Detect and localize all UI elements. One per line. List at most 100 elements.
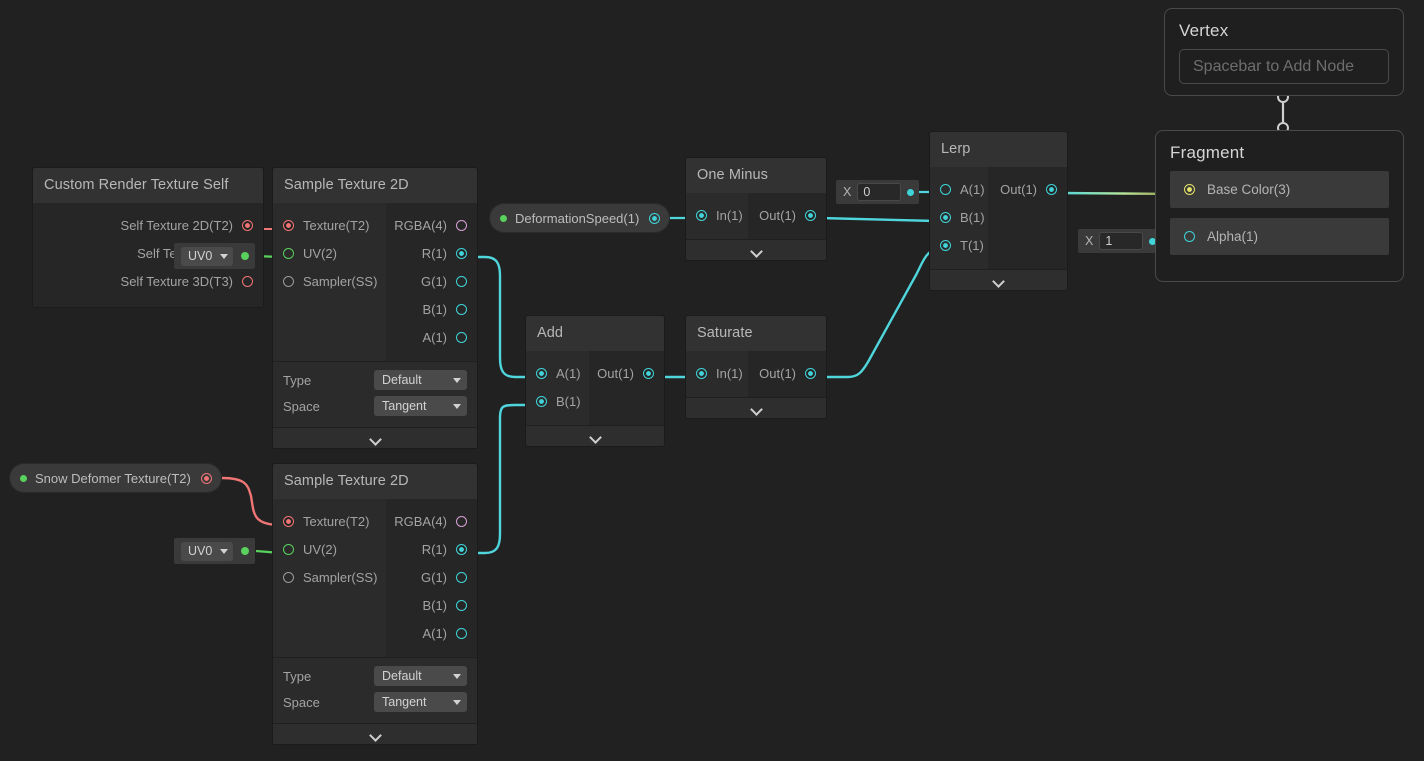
port-dot-icon[interactable] <box>456 275 467 287</box>
port-texture-in[interactable]: Texture(T2) <box>273 211 386 239</box>
alpha-value-widget[interactable]: X 1 <box>1078 229 1162 253</box>
vertex-add-node-hint[interactable]: Spacebar to Add Node <box>1179 49 1389 84</box>
port-dot-icon[interactable] <box>283 515 294 527</box>
type-dropdown[interactable]: Default <box>374 370 467 390</box>
node-sample-texture-2d-bottom[interactable]: Sample Texture 2D Texture(T2) UV(2) Samp… <box>273 464 477 744</box>
port-dot-icon[interactable] <box>456 627 467 639</box>
port-dot-icon[interactable] <box>456 247 467 259</box>
node-custom-render-texture-self[interactable]: Custom Render Texture Self Self Texture … <box>33 168 263 307</box>
type-dropdown[interactable]: Default <box>374 666 467 686</box>
setting-space[interactable]: Space Tangent <box>273 689 477 715</box>
port-dot-icon[interactable] <box>456 331 467 343</box>
port-rgba-out[interactable]: RGBA(4) <box>386 507 477 535</box>
port-self-texture-2d[interactable]: Self Texture 2D(T2) <box>33 211 263 239</box>
uv-dropdown[interactable]: UV0 <box>181 541 234 561</box>
port-dot-icon[interactable] <box>940 183 951 195</box>
port-dot-icon[interactable] <box>456 599 467 611</box>
port-dot-icon[interactable] <box>1184 184 1195 195</box>
node-collapse-toggle[interactable] <box>273 427 477 448</box>
node-saturate[interactable]: Saturate In(1) Out(1) <box>686 316 826 418</box>
port-in[interactable]: In(1) <box>686 359 748 387</box>
node-collapse-toggle[interactable] <box>686 239 826 260</box>
port-dot-icon[interactable] <box>643 367 654 379</box>
setting-type[interactable]: Type Default <box>273 367 477 393</box>
port-dot-icon[interactable] <box>805 209 816 221</box>
port-rgba-out[interactable]: RGBA(4) <box>386 211 477 239</box>
port-dot-icon[interactable] <box>456 571 467 583</box>
port-in[interactable]: In(1) <box>686 201 748 229</box>
property-output-dot-icon[interactable] <box>200 472 212 484</box>
uv-widget-top[interactable]: UV0 <box>174 243 256 269</box>
port-dot-icon[interactable] <box>696 209 707 221</box>
port-dot-icon[interactable] <box>805 367 816 379</box>
property-snow-deformer-texture[interactable]: Snow Defomer Texture(T2) <box>10 464 221 492</box>
node-sample-texture-2d-top[interactable]: Sample Texture 2D Texture(T2) UV(2) Samp… <box>273 168 477 448</box>
port-dot-icon[interactable] <box>456 219 467 231</box>
node-one-minus[interactable]: One Minus In(1) Out(1) <box>686 158 826 260</box>
port-out[interactable]: Out(1) <box>589 359 664 387</box>
port-dot-icon[interactable] <box>1184 231 1195 242</box>
port-dot-icon[interactable] <box>283 247 294 259</box>
port-dot-icon[interactable] <box>536 367 547 379</box>
uv-widget-bottom[interactable]: UV0 <box>174 538 256 564</box>
port-out[interactable]: Out(1) <box>988 175 1067 203</box>
port-b-in[interactable]: B(1) <box>930 203 988 231</box>
fragment-slot-alpha[interactable]: Alpha(1) <box>1170 218 1389 255</box>
lerp-a-value-widget[interactable]: X 0 <box>836 180 920 204</box>
setting-type[interactable]: Type Default <box>273 663 477 689</box>
node-collapse-toggle[interactable] <box>930 269 1067 290</box>
port-g-out[interactable]: G(1) <box>386 563 477 591</box>
node-lerp[interactable]: Lerp A(1) B(1) T(1) Out(1) <box>930 132 1067 290</box>
port-dot-icon[interactable] <box>1046 183 1057 195</box>
alpha-value-input[interactable]: 1 <box>1099 232 1144 250</box>
value-output-dot-icon[interactable] <box>1149 237 1157 245</box>
port-r-out[interactable]: R(1) <box>386 535 477 563</box>
port-uv-in[interactable]: UV(2) <box>273 535 386 563</box>
node-collapse-toggle[interactable] <box>686 397 826 418</box>
port-dot-icon[interactable] <box>456 515 467 527</box>
port-sampler-in[interactable]: Sampler(SS) <box>273 267 386 295</box>
master-node-fragment[interactable]: Fragment Base Color(3) Alpha(1) <box>1155 130 1404 282</box>
port-a-out[interactable]: A(1) <box>386 619 477 647</box>
port-dot-icon[interactable] <box>283 571 294 583</box>
property-deformation-speed[interactable]: DeformationSpeed(1) <box>490 204 670 232</box>
port-texture-in[interactable]: Texture(T2) <box>273 507 386 535</box>
uv-dropdown[interactable]: UV0 <box>181 246 234 266</box>
port-dot-icon[interactable] <box>283 219 294 231</box>
node-add[interactable]: Add A(1) B(1) Out(1) <box>526 316 664 446</box>
port-r-out[interactable]: R(1) <box>386 239 477 267</box>
port-out[interactable]: Out(1) <box>748 201 826 229</box>
property-output-dot-icon[interactable] <box>649 212 661 224</box>
space-dropdown[interactable]: Tangent <box>374 396 467 416</box>
setting-space[interactable]: Space Tangent <box>273 393 477 419</box>
port-t-in[interactable]: T(1) <box>930 231 988 259</box>
port-dot-icon[interactable] <box>283 543 294 555</box>
port-g-out[interactable]: G(1) <box>386 267 477 295</box>
port-dot-icon[interactable] <box>536 395 547 407</box>
master-node-vertex[interactable]: Vertex Spacebar to Add Node <box>1164 8 1404 96</box>
space-dropdown[interactable]: Tangent <box>374 692 467 712</box>
node-collapse-toggle[interactable] <box>526 425 664 446</box>
port-self-texture-3d[interactable]: Self Texture 3D(T3) <box>33 267 263 295</box>
fragment-slot-base-color[interactable]: Base Color(3) <box>1170 171 1389 208</box>
port-dot-icon[interactable] <box>940 239 951 251</box>
port-dot-icon[interactable] <box>283 275 294 287</box>
port-b-out[interactable]: B(1) <box>386 295 477 323</box>
uv-output-dot-icon[interactable] <box>241 252 250 260</box>
port-uv-in[interactable]: UV(2) <box>273 239 386 267</box>
uv-output-dot-icon[interactable] <box>241 547 250 555</box>
port-dot-icon[interactable] <box>242 275 253 287</box>
node-collapse-toggle[interactable] <box>273 723 477 744</box>
port-b-out[interactable]: B(1) <box>386 591 477 619</box>
port-sampler-in[interactable]: Sampler(SS) <box>273 563 386 591</box>
port-dot-icon[interactable] <box>242 219 253 231</box>
port-a-out[interactable]: A(1) <box>386 323 477 351</box>
value-output-dot-icon[interactable] <box>907 188 915 196</box>
port-dot-icon[interactable] <box>940 211 951 223</box>
port-b-in[interactable]: B(1) <box>526 387 589 415</box>
port-out[interactable]: Out(1) <box>748 359 826 387</box>
port-a-in[interactable]: A(1) <box>526 359 589 387</box>
port-dot-icon[interactable] <box>456 543 467 555</box>
port-dot-icon[interactable] <box>456 303 467 315</box>
